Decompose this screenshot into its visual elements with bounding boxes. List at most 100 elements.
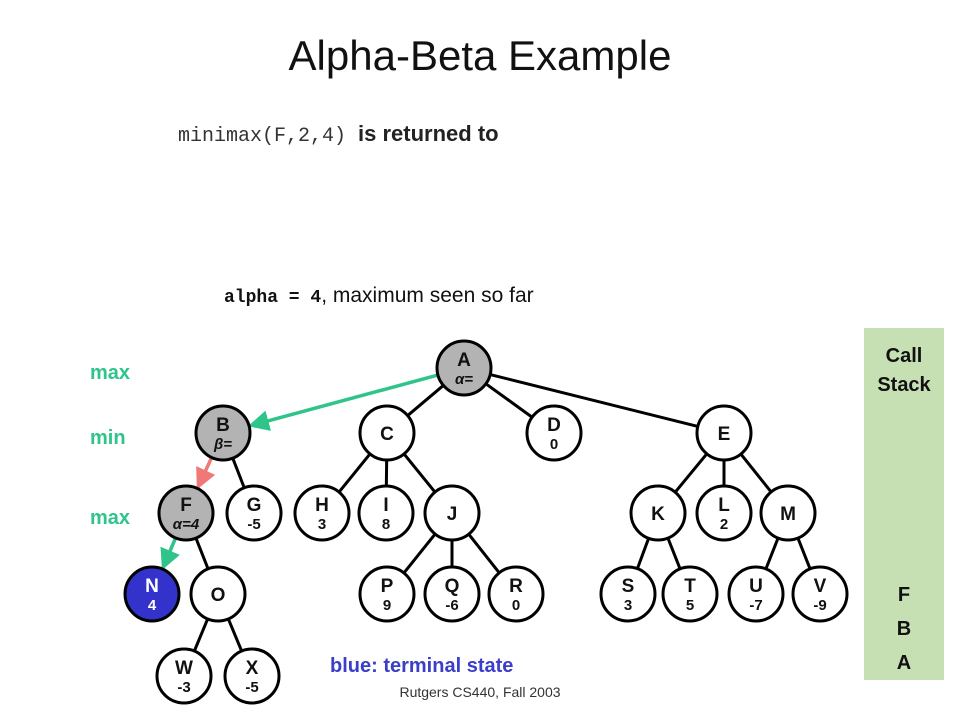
edge-F-N: [160, 537, 180, 571]
node-W-value: -3: [177, 679, 190, 696]
node-K: K: [629, 484, 687, 542]
level-label-max-bottom: max: [90, 507, 131, 529]
node-I-circle: [357, 484, 415, 542]
node-U: U-7: [727, 565, 785, 623]
return-caption-text: is returned to: [358, 121, 499, 146]
call-stack-panel: Call Stack F B A: [864, 328, 944, 680]
node-R-label: R: [509, 576, 523, 597]
edge-C-H: [338, 453, 372, 493]
node-O: O: [189, 565, 247, 623]
node-A: Aα=: [435, 339, 493, 397]
node-T-circle: [661, 565, 719, 623]
node-R-value: 0: [512, 597, 520, 614]
node-Q-value: -6: [445, 597, 458, 614]
node-N-label: N: [145, 576, 159, 597]
node-H-label: H: [315, 495, 329, 516]
node-V-value: -9: [813, 597, 826, 614]
node-N-value: 4: [148, 597, 157, 614]
node-P-circle: [358, 565, 416, 623]
node-M-circle: [759, 484, 817, 542]
node-D-value: 0: [550, 436, 558, 453]
alpha-code: alpha = 4: [224, 288, 322, 308]
level-label-max-top: max: [90, 362, 131, 384]
edge-F-O: [194, 537, 210, 569]
call-stack-frame-3: A: [896, 652, 912, 674]
node-B-circle: [194, 404, 252, 462]
node-A-value: α=: [455, 371, 473, 388]
node-S-value: 3: [624, 597, 632, 614]
node-K-circle: [629, 484, 687, 542]
node-B: Bβ=: [194, 404, 252, 462]
edge-A-B: [248, 373, 439, 431]
node-S: S3: [599, 565, 657, 623]
edge-C-J: [402, 453, 436, 493]
return-caption: minimax(F,2,4)is returned to: [178, 121, 499, 148]
node-K-label: K: [651, 504, 665, 525]
node-L: L2: [695, 484, 753, 542]
node-M-label: M: [780, 504, 796, 525]
node-X-label: X: [246, 658, 259, 679]
node-F-value: α=4: [173, 516, 200, 533]
call-stack-title-line2: Stack: [877, 374, 931, 396]
node-Q: Q-6: [423, 565, 481, 623]
call-stack-frame-2: B: [896, 618, 912, 640]
node-S-circle: [599, 565, 657, 623]
node-E-label: E: [718, 424, 731, 445]
node-N: N4: [123, 565, 181, 623]
call-stack-title-line1: Call: [885, 345, 923, 367]
node-G: G-5: [225, 484, 283, 542]
edge-A-E: [489, 373, 698, 428]
node-A-label: A: [457, 350, 471, 371]
node-E: E: [695, 404, 753, 462]
node-A-circle: [435, 339, 493, 397]
edge-J-R: [467, 533, 500, 573]
node-L-label: L: [718, 495, 730, 516]
terminal-state-note: blue: terminal state: [330, 655, 514, 677]
edge-B-G: [231, 457, 246, 488]
node-D-label: D: [547, 415, 561, 436]
node-J-label: J: [447, 504, 458, 525]
node-C-label: C: [380, 424, 394, 445]
node-G-label: G: [247, 495, 262, 516]
node-B-value: β=: [213, 436, 232, 453]
node-L-value: 2: [720, 516, 728, 533]
node-C: C: [358, 404, 416, 462]
node-T-label: T: [684, 576, 696, 597]
node-T-value: 5: [686, 597, 694, 614]
node-G-circle: [225, 484, 283, 542]
edge-E-K: [674, 452, 708, 493]
node-F-circle: [157, 484, 215, 542]
node-M: M: [759, 484, 817, 542]
edge-M-U: [764, 537, 780, 569]
node-O-label: O: [211, 585, 226, 606]
edge-B-F: [196, 456, 216, 490]
node-F-label: F: [180, 495, 192, 516]
node-X-circle: [223, 647, 281, 705]
node-H: H3: [293, 484, 351, 542]
alpha-caption-text: , maximum seen so far: [321, 284, 534, 307]
node-H-value: 3: [318, 516, 326, 533]
node-U-circle: [727, 565, 785, 623]
node-I-value: 8: [382, 516, 390, 533]
node-F: Fα=4: [157, 484, 215, 542]
node-T: T5: [661, 565, 719, 623]
call-stack-frame-1: F: [897, 584, 911, 606]
footer-credit: Rutgers CS440, Fall 2003: [399, 684, 561, 700]
node-C-circle: [358, 404, 416, 462]
edge-K-T: [666, 537, 682, 569]
node-D: D0: [525, 404, 583, 462]
node-E-circle: [695, 404, 753, 462]
node-W: W-3: [155, 647, 213, 705]
node-P-value: 9: [383, 597, 391, 614]
node-V-label: V: [814, 576, 827, 597]
edge-O-W: [193, 618, 210, 651]
slide-title: Alpha-Beta Example: [288, 32, 672, 79]
node-W-circle: [155, 647, 213, 705]
edge-O-X: [226, 618, 243, 651]
node-X-value: -5: [245, 679, 258, 696]
node-V: V-9: [791, 565, 849, 623]
node-R-circle: [487, 565, 545, 623]
node-H-circle: [293, 484, 351, 542]
node-D-circle: [525, 404, 583, 462]
